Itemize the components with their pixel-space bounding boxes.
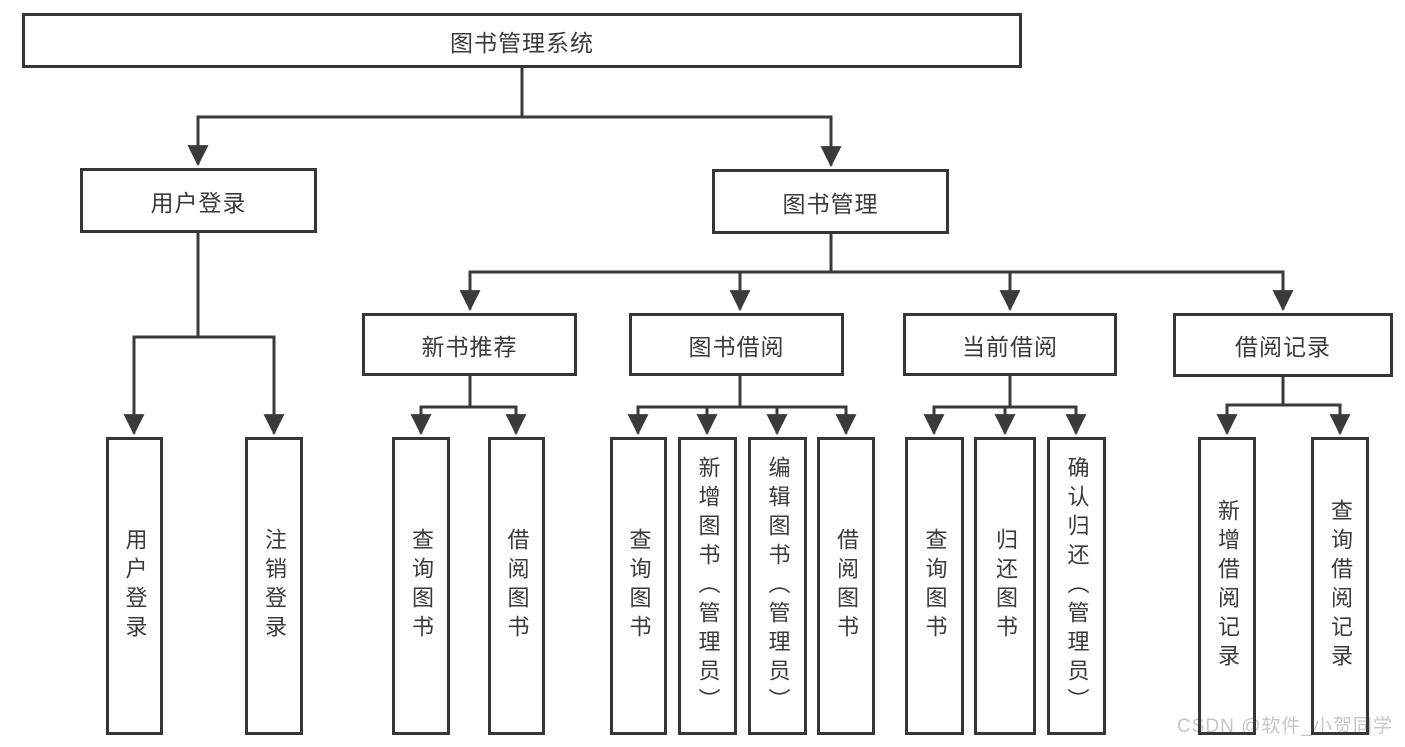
node-label: 借阅图书 <box>834 528 859 644</box>
leaf-current-confirm-return-admin: 确认归还（管理员） <box>1047 437 1106 735</box>
node-label: 图书管理 <box>782 190 879 217</box>
node-label: 确认归还（管理员） <box>1064 455 1090 717</box>
node-user-login: 用户登录 <box>80 168 317 233</box>
node-book-borrow: 图书借阅 <box>629 313 844 376</box>
leaf-newrec-query-book: 查询图书 <box>392 437 450 735</box>
node-current-borrow: 当前借阅 <box>903 313 1117 376</box>
leaf-current-query-book: 查询图书 <box>905 437 964 735</box>
node-label: 新增图书（管理员） <box>695 455 721 717</box>
node-label: 查询图书 <box>922 528 948 644</box>
leaf-borrow-edit-book-admin: 编辑图书（管理员） <box>748 437 807 735</box>
node-label: 用户登录 <box>150 189 247 216</box>
node-label: 借阅图书 <box>504 528 530 644</box>
node-label: 图书管理系统 <box>450 29 594 56</box>
node-label: 新增借阅记录 <box>1215 499 1240 673</box>
node-label: 归还图书 <box>993 528 1018 644</box>
node-book-management: 图书管理 <box>712 169 949 234</box>
leaf-borrow-add-book-admin: 新增图书（管理员） <box>678 437 737 735</box>
node-label: 查询图书 <box>409 528 434 644</box>
node-root-library-system: 图书管理系统 <box>22 13 1022 68</box>
node-borrow-record: 借阅记录 <box>1173 313 1393 377</box>
node-label: 查询图书 <box>626 528 652 644</box>
node-label: 新书推荐 <box>421 333 518 360</box>
leaf-newrec-borrow-book: 借阅图书 <box>488 437 545 735</box>
node-label: 当前借阅 <box>962 333 1058 360</box>
node-label: 借阅记录 <box>1235 334 1331 360</box>
node-label: 用户登录 <box>122 528 148 644</box>
leaf-record-query-borrow-record: 查询借阅记录 <box>1311 437 1369 735</box>
leaf-current-return-book: 归还图书 <box>974 437 1036 735</box>
leaf-user-login: 用户登录 <box>106 437 163 735</box>
node-new-book-recommend: 新书推荐 <box>362 313 577 376</box>
connector-trunks <box>132 66 1342 409</box>
node-label: 注销登录 <box>262 528 287 644</box>
node-label: 图书借阅 <box>688 333 785 360</box>
csdn-watermark: CSDN @软件_小贺同学 <box>1177 716 1393 737</box>
node-label: 查询借阅记录 <box>1328 499 1353 673</box>
leaf-borrow-borrow-book: 借阅图书 <box>817 437 875 735</box>
leaf-borrow-query-book: 查询图书 <box>610 437 667 735</box>
node-label: 编辑图书（管理员） <box>765 455 791 717</box>
leaf-record-add-borrow-record: 新增借阅记录 <box>1198 437 1256 735</box>
leaf-logout-login: 注销登录 <box>245 437 303 735</box>
